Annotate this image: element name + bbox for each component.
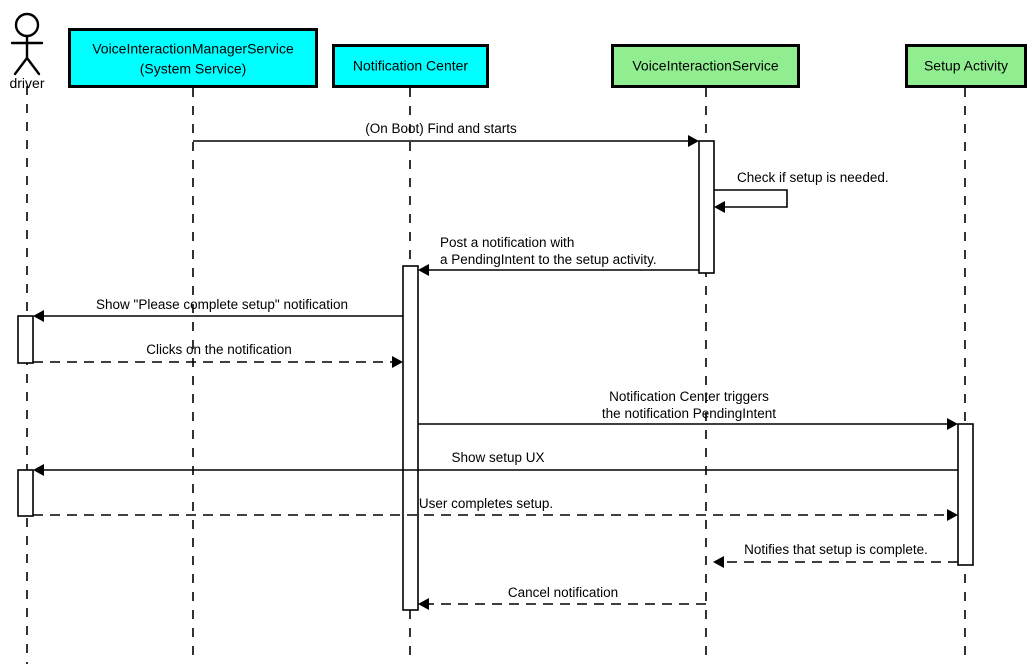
participant-label-setup_activity: Setup Activity bbox=[924, 58, 1008, 74]
message-arrowhead-m9 bbox=[713, 556, 724, 568]
message-m3[interactable]: Post a notification with a PendingIntent … bbox=[418, 235, 699, 276]
message-label-m9: Notifies that setup is complete. bbox=[744, 542, 928, 557]
participant-label-vis: VoiceInteractionService bbox=[632, 58, 779, 74]
message-arrowhead-m6 bbox=[947, 418, 958, 430]
participants-layer: driver VoiceInteractionManagerService (Sys… bbox=[9, 12, 1027, 91]
participant-vims[interactable]: VoiceInteractionManagerService (System Se… bbox=[68, 28, 318, 88]
message-m7[interactable]: Show setup UX bbox=[33, 450, 958, 476]
participant-notification_center[interactable]: Notification Center bbox=[332, 44, 489, 88]
participant-label-notification_center: Notification Center bbox=[353, 58, 469, 74]
message-label-m5: Clicks on the notification bbox=[146, 342, 292, 357]
participant-label-vims: VoiceInteractionManagerService bbox=[92, 41, 294, 57]
message-arrowhead-m3 bbox=[418, 264, 429, 276]
actor-label-driver: driver bbox=[9, 75, 44, 91]
activation-bar-driver bbox=[17, 315, 34, 364]
message-arrowhead-m10 bbox=[418, 598, 429, 610]
message-label-m2: Check if setup is needed. bbox=[737, 170, 889, 185]
participant-vis[interactable]: VoiceInteractionService bbox=[611, 44, 800, 88]
message-label-m1: (On Boot) Find and starts bbox=[365, 121, 517, 136]
message-label-m3-line2: a PendingIntent to the setup activity. bbox=[440, 252, 657, 267]
message-label-m8: User completes setup. bbox=[419, 496, 553, 511]
participant-setup_activity[interactable]: Setup Activity bbox=[905, 44, 1027, 88]
message-label-m7: Show setup UX bbox=[451, 450, 544, 465]
message-arrowhead-m5 bbox=[392, 356, 403, 368]
actor-driver[interactable]: driver bbox=[9, 12, 45, 91]
message-m8[interactable]: User completes setup. bbox=[33, 496, 958, 521]
actor-head-icon bbox=[14, 12, 40, 38]
message-arrowhead-m8 bbox=[947, 509, 958, 521]
message-m5[interactable]: Clicks on the notification bbox=[33, 342, 403, 368]
message-label-m10: Cancel notification bbox=[508, 585, 618, 600]
actor-left-leg-icon bbox=[13, 56, 29, 76]
participant-box-notification_center[interactable] bbox=[332, 44, 489, 88]
actor-right-leg-icon bbox=[25, 56, 41, 76]
message-m10[interactable]: Cancel notification bbox=[418, 585, 706, 610]
participant-box-setup_activity[interactable] bbox=[905, 44, 1027, 88]
message-m1[interactable]: (On Boot) Find and starts bbox=[193, 121, 699, 147]
message-m2[interactable]: Check if setup is needed. bbox=[714, 170, 889, 213]
message-arrowhead-m4 bbox=[33, 310, 44, 322]
message-label-m6-line2: the notification PendingIntent bbox=[602, 406, 776, 421]
participant-sublabel-vims: (System Service) bbox=[140, 61, 247, 77]
activations-layer bbox=[17, 140, 974, 611]
message-label-m4: Show "Please complete setup" notificatio… bbox=[96, 297, 348, 312]
activation-bar-setup_activity bbox=[957, 423, 974, 566]
message-m4[interactable]: Show "Please complete setup" notificatio… bbox=[33, 297, 403, 322]
message-label-m6-line1: Notification Center triggers bbox=[609, 389, 769, 404]
participant-box-vims[interactable] bbox=[68, 28, 318, 88]
message-m6[interactable]: Notification Center triggers the notifica… bbox=[418, 389, 958, 430]
message-arrowhead-m7 bbox=[33, 464, 44, 476]
message-m9[interactable]: Notifies that setup is complete. bbox=[713, 542, 958, 568]
participant-box-vis[interactable] bbox=[611, 44, 800, 88]
activation-bar-driver bbox=[17, 469, 34, 517]
message-label-m3-line1: Post a notification with bbox=[440, 235, 574, 250]
message-arrowhead-m2 bbox=[714, 201, 725, 213]
activation-bar-notification_center bbox=[402, 265, 419, 611]
message-arrowhead-m1 bbox=[688, 135, 699, 147]
message-self-line-m2 bbox=[714, 189, 788, 208]
activation-bar-vis bbox=[698, 140, 715, 274]
